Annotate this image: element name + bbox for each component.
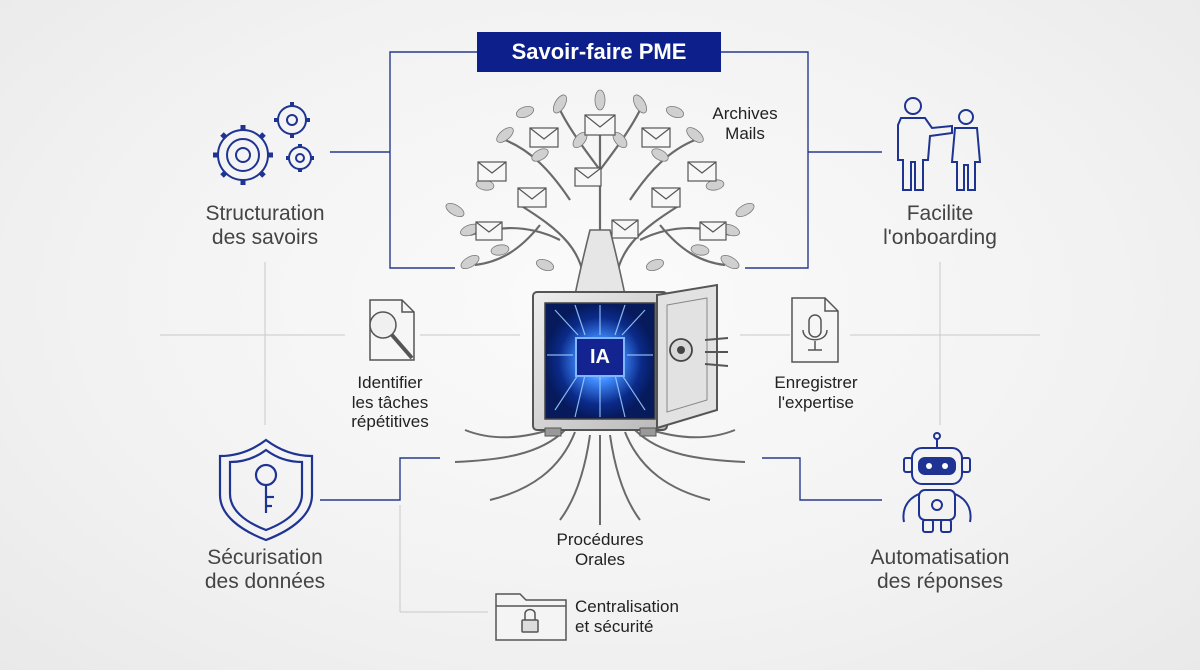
- label-line: Automatisation: [870, 546, 1010, 569]
- robot-icon: [902, 432, 972, 533]
- diagram-title: Savoir-faire PME: [479, 34, 719, 70]
- label-centralisation-securite: Centralisation et sécurité: [575, 597, 705, 636]
- tree-trunk: [574, 229, 626, 296]
- label-line: Archives: [712, 104, 778, 123]
- label-line: Procédures: [556, 530, 644, 549]
- connector-lines: [320, 51, 882, 501]
- document-search-icon: [369, 299, 415, 361]
- label-line: les tâches: [351, 392, 429, 412]
- label-line: l'expertise: [777, 392, 854, 412]
- shield-key-icon: [218, 438, 314, 542]
- onboarding-people-icon: [897, 97, 982, 191]
- label-line: Sécurisation: [207, 546, 323, 569]
- label-line: Facilite: [906, 202, 974, 225]
- background-guides: [160, 262, 1040, 613]
- label-structuration-des-savoirs: Structuration des savoirs: [180, 202, 350, 250]
- safe-icon: [532, 283, 729, 437]
- label-line: l'onboarding: [883, 226, 997, 250]
- label-automatisation-des-reponses: Automatisation des réponses: [845, 546, 1035, 594]
- ia-badge: IA: [575, 337, 625, 377]
- label-line: Orales: [574, 549, 626, 569]
- label-line: des données: [204, 570, 326, 594]
- label-line: Enregistrer: [774, 373, 858, 392]
- label-line: Centralisation: [575, 597, 679, 616]
- label-enregistrer-expertise: Enregistrer l'expertise: [756, 373, 876, 412]
- label-line: Identifier: [357, 373, 423, 392]
- tree-leaves: [445, 89, 755, 272]
- envelope-icons: [475, 114, 727, 241]
- label-identifier-taches-repetitives: Identifier les tâches répétitives: [330, 373, 450, 432]
- label-line: répétitives: [351, 412, 429, 432]
- label-procedures-orales: Procédures Orales: [540, 530, 660, 569]
- label-line: des réponses: [876, 570, 1004, 594]
- locked-folder-icon: [495, 593, 567, 641]
- label-line: des savoirs: [211, 226, 319, 250]
- label-line: et sécurité: [575, 616, 654, 636]
- label-securisation-des-donnees: Sécurisation des données: [180, 546, 350, 594]
- label-line: Structuration: [205, 202, 325, 225]
- knowledge-tree: [445, 89, 755, 525]
- gears-icon: [213, 102, 314, 185]
- tree-roots: [454, 427, 746, 525]
- audio-document-icon: [791, 297, 839, 363]
- label-facilite-onboarding: Facilite l'onboarding: [860, 202, 1020, 250]
- label-archives-mails: Archives Mails: [700, 104, 790, 143]
- label-line: Mails: [725, 123, 765, 143]
